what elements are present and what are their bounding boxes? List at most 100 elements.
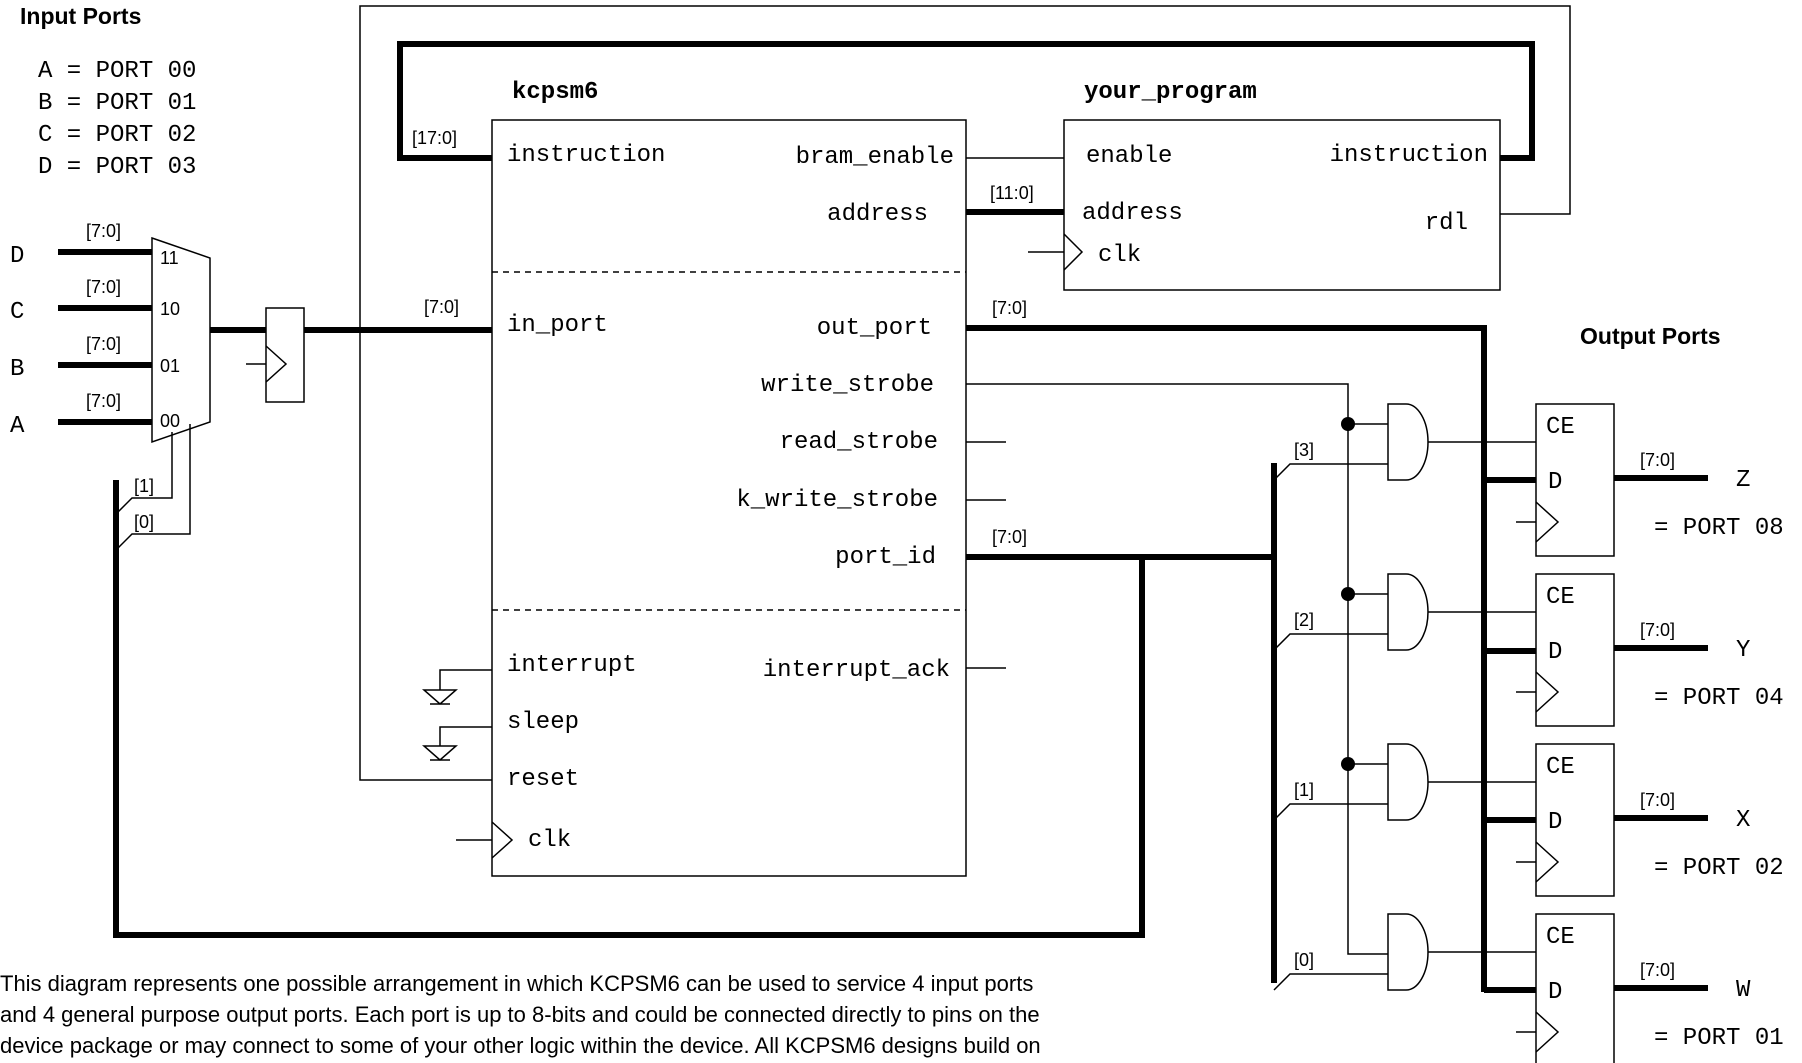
mux-select-01: 01 [160,356,180,376]
mux-select-line-1 [115,432,173,515]
bus-label-out-port: [7:0] [992,298,1027,318]
kcpsm6-port-write-strobe: write_strobe [761,372,934,399]
output-w-assign: = PORT 01 [1654,1025,1784,1052]
junction-dot [1341,587,1355,601]
program-clock-symbol [1063,233,1084,271]
and-gate-z [1387,403,1429,481]
sleep-ground-icon [422,745,458,761]
interrupt-ground-icon [422,689,458,705]
mux-select-11: 11 [160,248,179,268]
input-port-assignments: A = PORT 00 B = PORT 01 C = PORT 02 D = … [38,58,196,181]
kcpsm6-port-bram-enable: bram_enable [796,144,954,171]
kcpsm6-port-port-id: port_id [835,544,936,571]
bus-label-y: [7:0] [1640,620,1675,640]
kcpsm6-port-clk: clk [528,827,571,854]
assignment-b: B = PORT 01 [38,90,196,117]
output-x-label: X [1736,807,1750,834]
bus-label-d: [7:0] [86,221,121,241]
input-register-clock [265,345,288,383]
assignment-d: D = PORT 03 [38,154,196,181]
interrupt-wire [439,669,492,690]
caption: This diagram represents one possible arr… [0,971,1041,1058]
input-d-label: D [10,243,24,270]
bus-label-x: [7:0] [1640,790,1675,810]
bus-label-c: [7:0] [86,277,121,297]
input-ports-title: Input Ports [20,3,141,29]
kcpsm6-port-out-port: out_port [817,315,932,342]
bus-label-b: [7:0] [86,334,121,354]
kcpsm6-port-reset: reset [507,766,579,793]
kcpsm6-title: kcpsm6 [512,79,598,106]
port-id-tap-3 [1273,463,1388,481]
port-id-feedback-bus [113,480,1145,938]
bus-label-address: [11:0] [990,183,1034,203]
kcpsm6-port-address: address [827,201,928,228]
program-port-rdl: rdl [1425,210,1468,237]
kcpsm6-port-k-write-strobe: k_write_strobe [736,487,938,514]
output-z-assign: = PORT 08 [1654,515,1784,542]
input-b-label: B [10,356,24,383]
output-register-x: CE D [1516,743,1615,897]
port-id-bit-3: [3] [1294,440,1314,460]
select-bit-0: [0] [134,512,154,532]
program-title: your_program [1084,79,1257,106]
register-ce-label: CE [1546,584,1575,611]
kcpsm6-port-interrupt-ack: interrupt_ack [763,657,950,684]
bus-label-port-id: [7:0] [992,527,1027,547]
kcpsm6-port-sleep: sleep [507,709,579,736]
out-port-taps [1484,477,1536,993]
output-x-assign: = PORT 02 [1654,855,1784,882]
sleep-wire [439,726,492,746]
and-gate-y [1387,573,1429,651]
input-a-label: A [10,413,25,440]
bus-label-w: [7:0] [1640,960,1675,980]
port-id-bit-1: [1] [1294,780,1314,800]
reset-loop-wire [359,5,1571,781]
program-port-clk: clk [1098,242,1141,269]
register-d-label: D [1548,979,1562,1006]
program-port-instruction: instruction [1330,142,1488,169]
output-y-label: Y [1736,637,1750,664]
out-port-bus [966,325,1487,992]
register-d-label: D [1548,639,1562,666]
output-z-label: Z [1736,467,1750,494]
register-ce-label: CE [1546,754,1575,781]
output-register-w: CE D [1516,913,1615,1063]
junction-dot [1341,757,1355,771]
input-buses [58,249,152,425]
output-y-assign: = PORT 04 [1654,685,1784,712]
program-port-address: address [1082,200,1183,227]
bus-label-a: [7:0] [86,391,121,411]
mux-select-10: 10 [160,299,180,319]
port-id-bit-2: [2] [1294,610,1314,630]
kcpsm6-port-read-strobe: read_strobe [780,429,938,456]
output-buses [1614,475,1708,991]
kcpsm6-port-instruction: instruction [507,142,665,169]
port-id-bit-0: [0] [1294,950,1314,970]
bus-label-in-port: [7:0] [424,297,459,317]
register-ce-label: CE [1546,414,1575,441]
kcpsm6-port-interrupt: interrupt [507,652,637,679]
and-gate-outputs [1428,441,1536,953]
instruction-bus [397,41,1535,161]
bus-label-z: [7:0] [1640,450,1675,470]
input-register [265,307,305,403]
input-c-label: C [10,299,24,326]
register-ce-label: CE [1546,924,1575,951]
mux-select-00: 00 [160,411,180,431]
kcpsm6-clock-symbol [491,821,514,859]
input-multiplexer [151,236,211,444]
program-block [1063,119,1501,291]
write-strobe-wire [966,383,1388,955]
unused-output-stubs [966,441,1006,669]
output-register-z: CE D [1516,403,1615,557]
and-gate-w [1387,913,1429,991]
register-d-label: D [1548,469,1562,496]
and-gate-x [1387,743,1429,821]
program-port-enable: enable [1086,143,1172,170]
port-id-tap-1 [1273,803,1388,821]
assignment-a: A = PORT 00 [38,58,196,85]
caption-line-3: device package or may connect to some of… [0,1033,1041,1058]
kcpsm6-block [491,119,967,877]
